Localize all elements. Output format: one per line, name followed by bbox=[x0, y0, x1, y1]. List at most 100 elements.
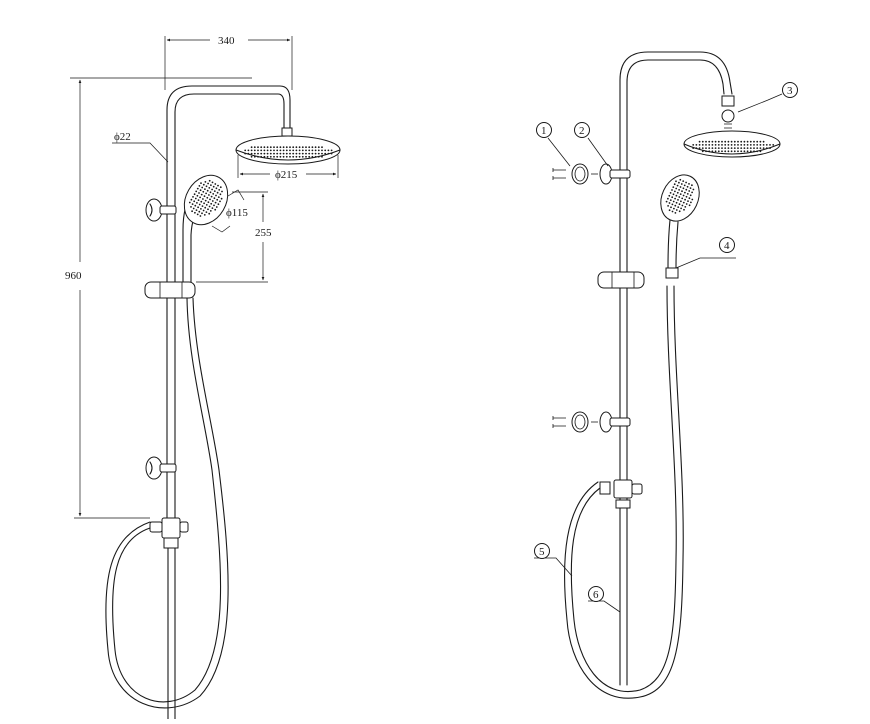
nozzle-dot bbox=[279, 149, 282, 152]
nozzle-dot bbox=[717, 147, 720, 150]
nozzle-dot bbox=[213, 190, 216, 193]
nozzle-dot bbox=[210, 202, 213, 205]
nozzle-dot bbox=[196, 202, 198, 204]
nozzle-dot bbox=[308, 152, 311, 155]
nozzle-dot bbox=[292, 149, 295, 152]
nozzle-dot bbox=[211, 200, 214, 202]
nozzle-dot bbox=[212, 185, 215, 188]
nozzle-dot bbox=[205, 211, 208, 214]
nozzle-dot bbox=[273, 152, 275, 155]
nozzle-dot bbox=[684, 206, 687, 208]
nozzle-dot bbox=[682, 187, 685, 190]
nozzle-dot bbox=[687, 200, 689, 203]
nozzle-dot bbox=[667, 205, 669, 207]
nozzle-dot bbox=[200, 200, 203, 203]
nozzle-dot bbox=[762, 147, 765, 150]
dim-340: 340 bbox=[164, 35, 293, 90]
nozzle-dot bbox=[746, 147, 749, 150]
nozzle-dot bbox=[724, 150, 727, 153]
nozzle-dot bbox=[198, 210, 201, 213]
nozzle-dot bbox=[772, 144, 775, 146]
left-hose bbox=[112, 297, 222, 703]
nozzle-dot bbox=[740, 150, 743, 153]
nozzle-dot bbox=[327, 152, 330, 155]
nozzle-dot bbox=[217, 184, 219, 187]
nozzle-dot bbox=[668, 194, 671, 197]
nozzle-dot bbox=[276, 155, 279, 158]
nozzle-dot bbox=[721, 140, 723, 143]
callout-4-label: 4 bbox=[724, 240, 730, 252]
nozzle-dot bbox=[730, 150, 733, 153]
nozzle-dot bbox=[210, 195, 213, 198]
nozzle-dot bbox=[321, 149, 323, 152]
nozzle-dot bbox=[282, 146, 285, 149]
callout-6: 6 bbox=[588, 586, 621, 613]
right-bracket-bottom bbox=[552, 411, 631, 433]
nozzle-dot bbox=[219, 193, 222, 196]
nozzle-dot bbox=[204, 199, 207, 202]
nozzle-dot bbox=[314, 152, 317, 155]
nozzle-dot bbox=[203, 202, 206, 205]
nozzle-dot bbox=[671, 189, 673, 191]
nozzle-dot bbox=[727, 140, 730, 143]
nozzle-dot bbox=[276, 149, 279, 152]
nozzle-dot bbox=[701, 144, 704, 146]
nozzle-dot bbox=[675, 187, 678, 190]
nozzle-dot bbox=[219, 186, 222, 189]
nozzle-dot bbox=[727, 144, 730, 146]
nozzle-dot bbox=[671, 210, 674, 213]
nozzle-dot bbox=[685, 188, 688, 191]
nozzle-dot bbox=[759, 144, 762, 146]
nozzle-dot bbox=[298, 155, 301, 158]
nozzle-dot bbox=[257, 155, 259, 158]
nozzle-dot bbox=[669, 199, 672, 202]
nozzle-dot bbox=[219, 200, 221, 203]
nozzle-dot bbox=[214, 208, 217, 211]
nozzle-dot bbox=[743, 150, 746, 153]
callout-5-label: 5 bbox=[539, 546, 545, 558]
nozzle-dot bbox=[282, 149, 285, 152]
nozzle-dot bbox=[678, 189, 680, 191]
nozzle-dot bbox=[678, 196, 681, 198]
nozzle-dot bbox=[737, 144, 739, 146]
nozzle-dot bbox=[737, 140, 739, 143]
nozzle-dot bbox=[681, 197, 684, 200]
nozzle-dot bbox=[289, 146, 291, 149]
nozzle-dot bbox=[250, 152, 253, 155]
nozzle-dot bbox=[279, 155, 282, 158]
nozzle-dot bbox=[317, 152, 320, 155]
nozzle-dot bbox=[305, 155, 307, 158]
nozzle-dot bbox=[724, 140, 727, 143]
nozzle-dot bbox=[749, 150, 752, 153]
nozzle-dot bbox=[285, 152, 288, 155]
nozzle-dot bbox=[247, 152, 250, 155]
nozzle-dot bbox=[292, 152, 295, 155]
right-diverter bbox=[613, 479, 643, 509]
nozzle-dot bbox=[289, 149, 291, 152]
nozzle-dot bbox=[674, 197, 676, 200]
nozzle-dot bbox=[749, 144, 752, 146]
nozzle-dot bbox=[737, 147, 739, 150]
nozzle-dot bbox=[743, 140, 746, 143]
right-riser bbox=[619, 51, 733, 686]
nozzle-dot bbox=[194, 211, 196, 214]
nozzle-dot bbox=[756, 150, 759, 153]
nozzle-dot bbox=[301, 149, 304, 152]
nozzle-dot bbox=[195, 209, 198, 212]
nozzle-dot bbox=[701, 150, 704, 153]
nozzle-dot bbox=[743, 147, 746, 150]
nozzle-dot bbox=[209, 198, 211, 201]
nozzle-dot bbox=[207, 201, 210, 204]
nozzle-dot bbox=[211, 181, 214, 184]
nozzle-dot bbox=[305, 146, 307, 149]
nozzle-dot bbox=[216, 198, 219, 201]
nozzle-dot bbox=[191, 203, 194, 206]
nozzle-dot bbox=[253, 149, 256, 152]
nozzle-dot bbox=[733, 144, 736, 146]
nozzle-dot bbox=[753, 144, 755, 146]
nozzle-dot bbox=[301, 152, 304, 155]
callout-1-label: 1 bbox=[541, 125, 547, 137]
nozzle-dot bbox=[705, 150, 707, 153]
nozzle-dot bbox=[686, 193, 689, 195]
nozzle-dot bbox=[279, 146, 282, 149]
